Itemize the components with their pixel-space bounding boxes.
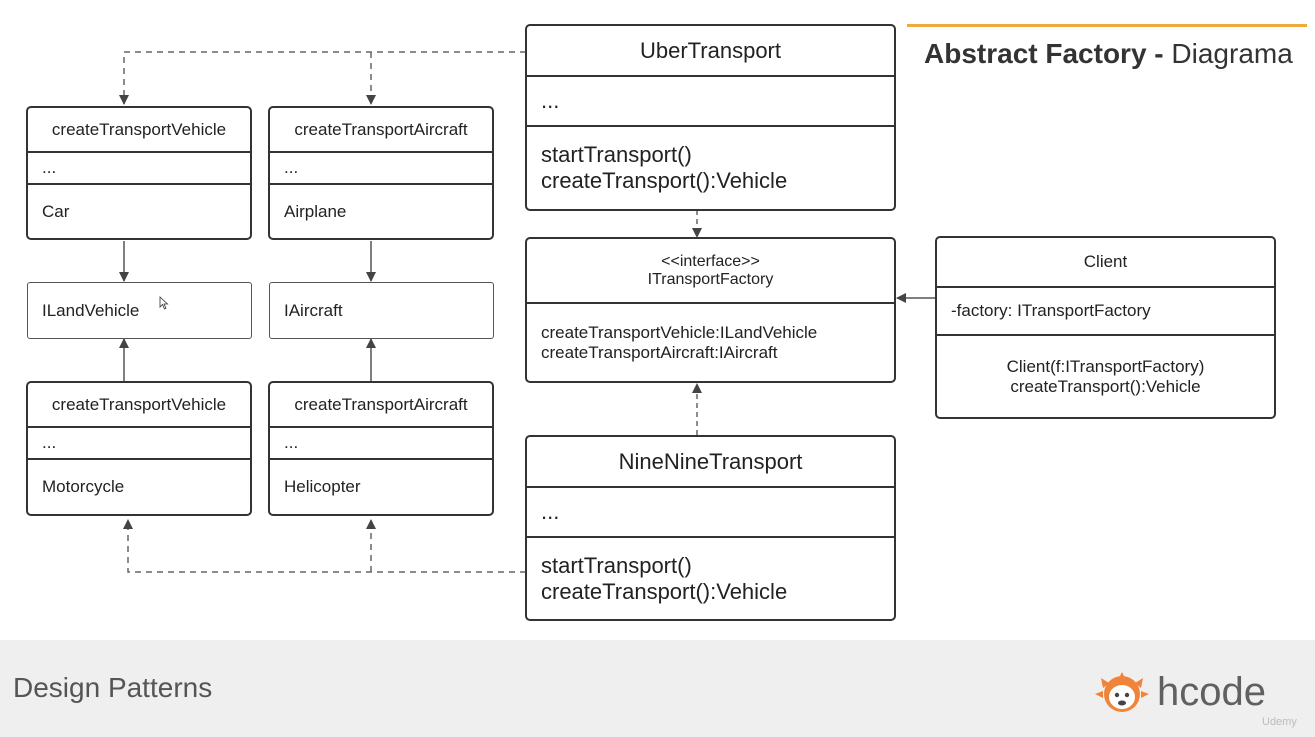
client-method-1: Client(f:ITransportFactory) [1006,356,1205,376]
car-box: createTransportVehicle ... Car [26,106,252,240]
slide: Abstract Factory - Diagrama UberTranspor… [26,24,1307,621]
nine-nine-transport-methods: startTransport() createTransport():Vehic… [527,538,894,619]
factory-methods: createTransportVehicle:ILandVehicle crea… [527,304,894,381]
client-methods: Client(f:ITransportFactory) createTransp… [937,336,1274,417]
nine-nine-transport-attrs: ... [527,488,894,538]
factory-method-1: createTransportVehicle:ILandVehicle [541,322,818,342]
ilandvehicle-box: ILandVehicle [27,282,252,339]
slide-title: Abstract Factory - Diagrama [924,38,1293,70]
nine-nine-transport-box: NineNineTransport ... startTransport() c… [525,435,896,621]
title-accent-line [907,24,1307,27]
airplane-title: createTransportAircraft [270,108,492,153]
car-title: createTransportVehicle [28,108,250,153]
car-attrs: ... [28,153,250,185]
airplane-name: Airplane [284,201,347,221]
connector-lines [119,51,936,573]
factory-header: <<interface>> ITransportFactory [527,239,894,304]
airplane-box: createTransportAircraft ... Airplane [268,106,494,240]
helicopter-name: Helicopter [284,477,361,496]
motorcycle-title: createTransportVehicle [28,383,250,428]
brand-name: hcode [1157,670,1266,714]
footer-title: Design Patterns [13,672,213,703]
uber-to-car-line [119,51,526,105]
uber-method-2: createTransport():Vehicle [541,168,788,193]
helicopter-attrs: ... [270,428,492,460]
iaircraft-name: IAircraft [284,300,343,320]
helicopter-title: createTransportAircraft [270,383,492,428]
iaircraft-box: IAircraft [269,282,494,339]
factory-method-2: createTransportAircraft:IAircraft [541,342,778,362]
factory-title: ITransportFactory [647,270,774,288]
airplane-attrs: ... [270,153,492,185]
footer-bar: Design Patterns [0,640,1315,737]
client-title: Client [937,238,1274,288]
itransport-factory-box: <<interface>> ITransportFactory createTr… [525,237,896,383]
helicopter-box: createTransportAircraft ... Helicopter [268,381,494,516]
uber-transport-title: UberTransport [527,26,894,77]
uber-method-1: startTransport() [541,142,692,167]
udemy-watermark: Udemy [1262,716,1297,728]
slide-title-bold: Abstract Factory - [924,38,1164,69]
motorcycle-attrs: ... [28,428,250,460]
slide-title-light: Diagrama [1163,38,1293,69]
ilandvehicle-name: ILandVehicle [42,300,140,320]
client-attrs: -factory: ITransportFactory [937,288,1274,336]
hcode-logo-icon [1095,672,1149,712]
car-name: Car [42,201,70,221]
uber-transport-box: UberTransport ... startTransport() creat… [525,24,896,211]
motorcycle-name: Motorcycle [42,477,125,496]
client-box: Client -factory: ITransportFactory Clien… [935,236,1276,419]
uber-transport-methods: startTransport() createTransport():Vehic… [527,127,894,209]
client-method-2: createTransport():Vehicle [1010,376,1201,396]
nine-to-motorcycle-line [123,519,526,573]
uber-transport-attrs: ... [527,77,894,127]
nine-method-1: startTransport() [541,552,692,578]
nine-method-2: createTransport():Vehicle [541,578,788,604]
motorcycle-box: createTransportVehicle ... Motorcycle [26,381,252,516]
factory-stereotype: <<interface>> [661,252,760,270]
mouse-cursor-icon [159,296,169,310]
nine-nine-transport-title: NineNineTransport [527,437,894,488]
